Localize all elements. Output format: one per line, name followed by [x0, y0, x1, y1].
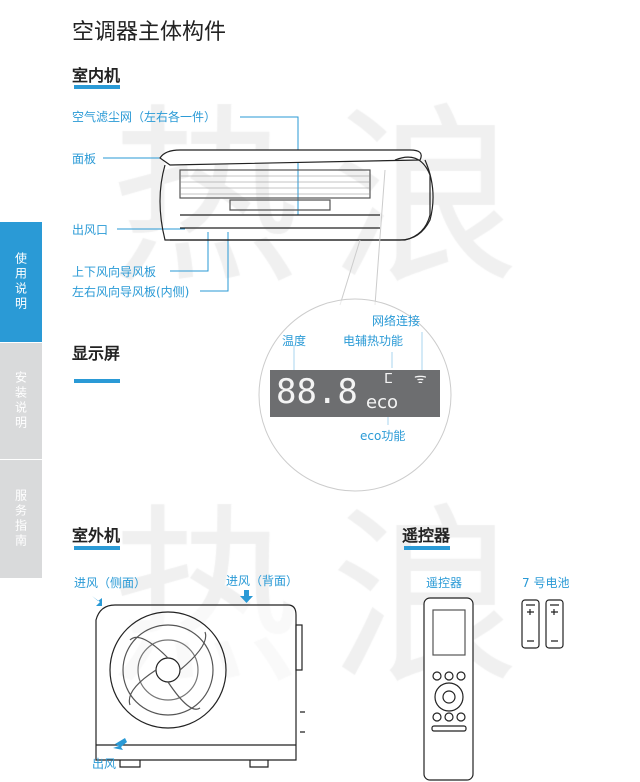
- remote-drawing: [423, 597, 474, 781]
- label-vertical-louver: 上下风向导风板: [72, 265, 157, 279]
- wifi-icon: ᯤ: [414, 371, 427, 387]
- battery-drawing: [521, 599, 564, 649]
- heading-underline: [404, 546, 450, 550]
- heading-underline: [74, 546, 120, 550]
- indoor-unit-drawing: [159, 149, 434, 241]
- tab-service[interactable]: 服务指南: [0, 460, 42, 578]
- label-outdoor-outlet: 出风: [92, 757, 117, 771]
- outdoor-heading: 室外机: [72, 526, 121, 545]
- lcd-digits: 88.8: [276, 372, 358, 412]
- page-title: 空调器主体构件: [72, 20, 227, 45]
- lcd-panel: [270, 370, 440, 417]
- label-battery: 7 号电池: [522, 576, 570, 590]
- label-eco: eco功能: [360, 429, 406, 443]
- label-temp: 温度: [282, 334, 307, 348]
- label-inlet-side: 进风（侧面）: [74, 576, 147, 590]
- remote-heading: 遥控器: [402, 526, 451, 545]
- heading-underline: [74, 85, 120, 89]
- tab-installation[interactable]: 安装说明: [0, 343, 42, 459]
- label-filter: 空气滤尘网（左右各一件）: [72, 110, 217, 124]
- indoor-heading: 室内机: [72, 66, 121, 85]
- label-horizontal-louver: 左右风向导风板(内侧): [72, 285, 190, 299]
- label-panel: 面板: [72, 152, 97, 166]
- airflow-arrows: [92, 590, 253, 750]
- label-wifi: 网络连接: [372, 314, 421, 328]
- label-heater: 电辅热功能: [343, 334, 404, 348]
- display-heading: 显示屏: [72, 344, 121, 363]
- tab-usage[interactable]: 使用说明: [0, 222, 42, 342]
- label-remote: 遥控器: [426, 576, 463, 590]
- display-callout: [258, 169, 452, 492]
- heater-icon: ⵎ: [384, 371, 393, 387]
- outdoor-unit-drawing: [95, 604, 305, 768]
- label-inlet-back: 进风（背面）: [226, 574, 299, 588]
- lcd-eco: eco: [366, 392, 398, 413]
- heading-underline: [74, 379, 120, 383]
- label-outlet: 出风口: [72, 223, 109, 237]
